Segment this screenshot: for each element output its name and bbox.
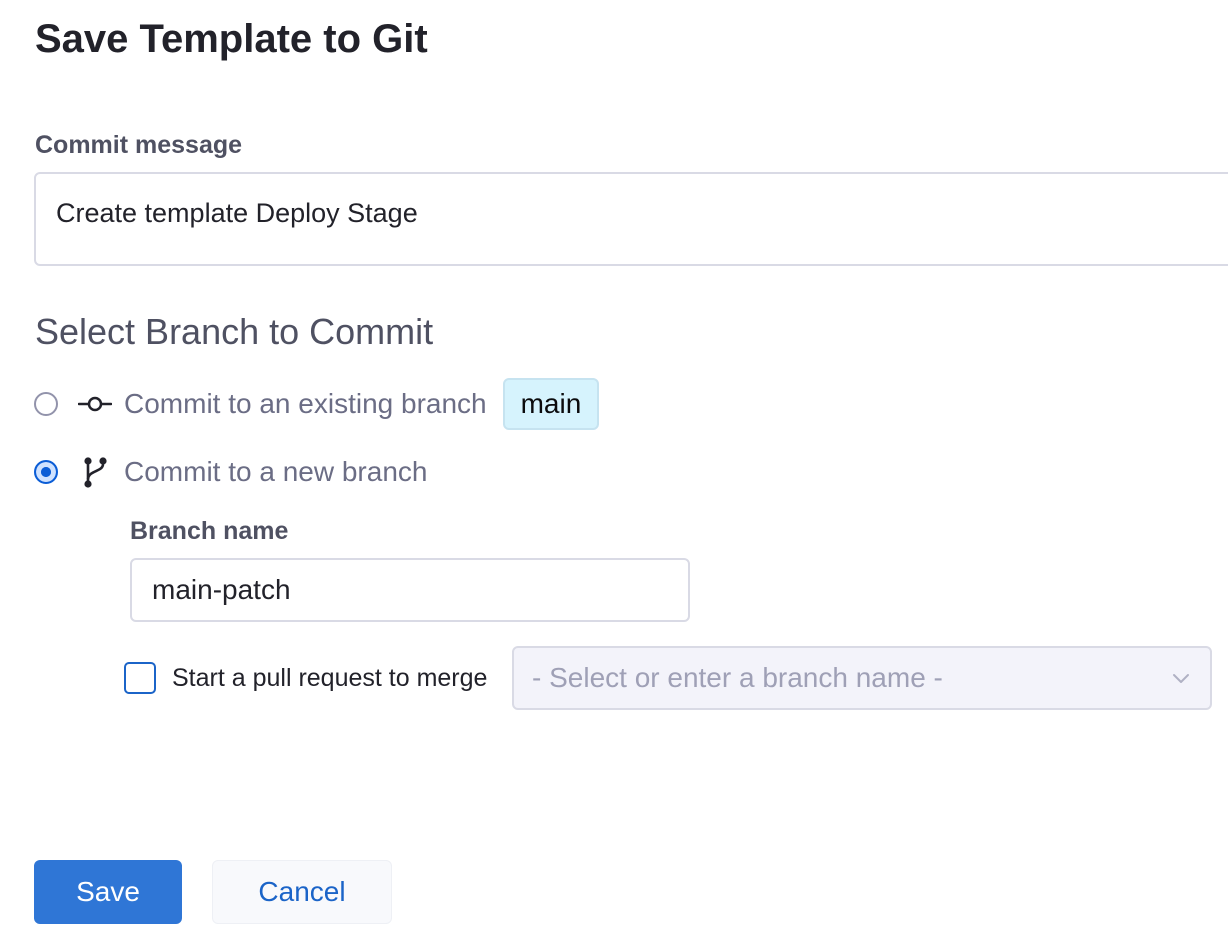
pull-request-row: Start a pull request to merge xyxy=(124,646,487,710)
cancel-button[interactable]: Cancel xyxy=(212,860,392,924)
target-branch-select[interactable]: - Select or enter a branch name - xyxy=(512,646,1212,710)
dialog-title: Save Template to Git xyxy=(35,17,428,61)
existing-branch-tag: main xyxy=(502,378,600,430)
git-branch-icon xyxy=(78,455,112,489)
existing-branch-label: Commit to an existing branch xyxy=(124,388,487,419)
target-branch-placeholder: - Select or enter a branch name - xyxy=(532,662,943,693)
git-commit-icon xyxy=(78,387,112,421)
commit-message-label: Commit message xyxy=(35,131,243,159)
select-branch-heading: Select Branch to Commit xyxy=(35,311,434,352)
pull-request-label: Start a pull request to merge xyxy=(172,663,488,692)
branch-name-label: Branch name xyxy=(130,517,289,545)
new-branch-option[interactable]: Commit to a new branch xyxy=(34,449,427,495)
pull-request-checkbox[interactable] xyxy=(124,662,156,694)
save-button[interactable]: Save xyxy=(34,860,182,924)
commit-message-input[interactable]: Create template Deploy Stage xyxy=(34,172,1228,266)
existing-branch-radio[interactable] xyxy=(34,392,58,416)
branch-name-input[interactable] xyxy=(130,558,690,622)
existing-branch-option[interactable]: Commit to an existing branch main xyxy=(34,378,600,430)
new-branch-radio[interactable] xyxy=(34,460,58,484)
chevron-down-icon xyxy=(1170,667,1192,689)
new-branch-label: Commit to a new branch xyxy=(124,456,428,487)
